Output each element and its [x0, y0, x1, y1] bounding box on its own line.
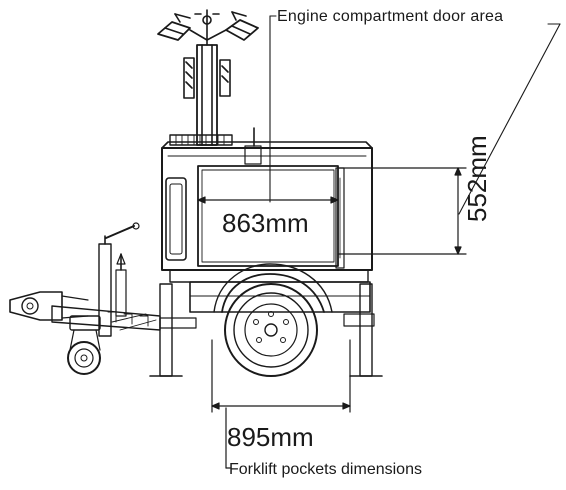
lamp-head-left [157, 13, 191, 41]
mudguard [213, 263, 333, 313]
outrigger-leg-right [349, 283, 383, 377]
engine-door-height-dimension [337, 167, 467, 255]
lamp-bracket [189, 9, 227, 46]
engine-door-width-label: 863mm [222, 208, 309, 238]
light-mast [169, 44, 233, 146]
engine-compartment-door-label: Engine compartment door area [277, 8, 504, 25]
forklift-width-dimension [211, 339, 351, 469]
forklift-width-label: 895mm [227, 422, 314, 452]
engine-door-width-dimension [197, 196, 339, 204]
lamp-head-right [225, 11, 259, 41]
generator-body [161, 127, 373, 283]
winch-post [115, 253, 127, 317]
engine-door-leader-line [269, 15, 561, 215]
jockey-wheel [67, 222, 140, 375]
drawbar [9, 291, 161, 331]
forklift-pockets-label: Forklift pockets dimensions [229, 461, 422, 478]
engine-compartment-door [197, 165, 339, 267]
wheel [224, 283, 318, 377]
engine-door-height-label: 552mm [462, 135, 492, 222]
chassis-frame [159, 281, 375, 329]
